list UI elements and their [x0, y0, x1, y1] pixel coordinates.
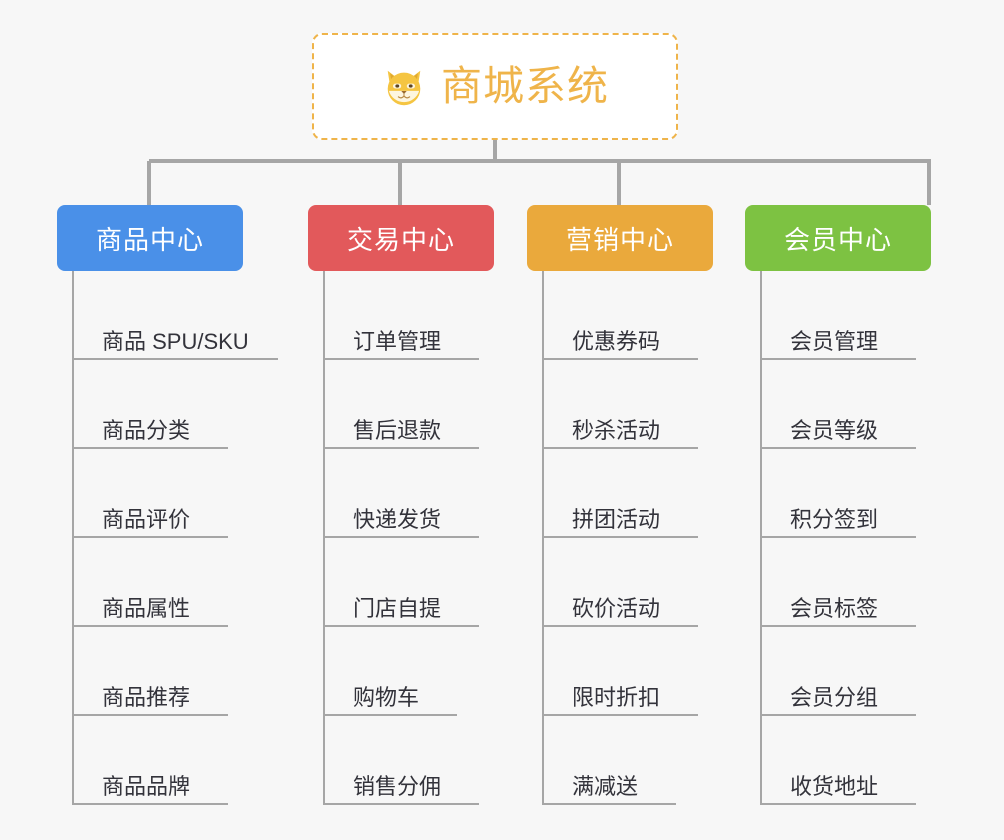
leaf-item[interactable]: 拼团活动 [543, 449, 713, 538]
leaf-underline [73, 447, 228, 449]
leaf-underline [761, 714, 916, 716]
root-node[interactable]: 商城系统 [312, 33, 678, 140]
leaf-item[interactable]: 商品推荐 [73, 627, 261, 716]
leaf-underline [761, 358, 916, 360]
leaf-label: 优惠券码 [572, 328, 661, 354]
leaf-label: 拼团活动 [572, 506, 661, 532]
branch-product-center: 商品中心 商品 SPU/SKU 商品分类 商品评价 商品属 [57, 205, 278, 805]
leaf-item[interactable]: 销售分佣 [324, 716, 494, 805]
leaf-underline [543, 358, 698, 360]
branch-header-marketing-center[interactable]: 营销中心 [527, 205, 713, 271]
leaf-underline [324, 536, 479, 538]
leaf-item[interactable]: 收货地址 [761, 716, 931, 805]
branch-header-trade-center[interactable]: 交易中心 [308, 205, 494, 271]
leaf-underline [761, 447, 916, 449]
leaf-label: 积分签到 [790, 506, 879, 532]
leaf-item[interactable]: 限时折扣 [543, 627, 713, 716]
leaf-label: 满减送 [572, 773, 639, 799]
leaf-item[interactable]: 秒杀活动 [543, 360, 713, 449]
leaf-item[interactable]: 会员标签 [761, 538, 931, 627]
leaf-item[interactable]: 积分签到 [761, 449, 931, 538]
leaf-underline [73, 714, 228, 716]
branch-trade-center: 交易中心 订单管理 售后退款 快递发货 门店自提 [308, 205, 494, 805]
leaf-underline [761, 803, 916, 805]
branch-trunk [323, 271, 325, 805]
leaf-item[interactable]: 会员分组 [761, 627, 931, 716]
branch-header-label: 会员中心 [783, 224, 892, 255]
leaf-item[interactable]: 商品 SPU/SKU [73, 271, 278, 360]
leaf-label: 商品推荐 [102, 684, 191, 710]
leaf-label: 售后退款 [353, 417, 442, 443]
leaf-item[interactable]: 购物车 [324, 627, 494, 716]
leaf-item[interactable]: 快递发货 [324, 449, 494, 538]
branch-body-trade-center: 订单管理 售后退款 快递发货 门店自提 购物车 [308, 271, 494, 805]
leaf-underline [324, 358, 479, 360]
leaf-label: 快递发货 [353, 506, 442, 532]
leaf-underline [543, 714, 698, 716]
branch-header-member-center[interactable]: 会员中心 [745, 205, 931, 271]
leaf-label: 限时折扣 [572, 684, 661, 710]
branch-header-product-center[interactable]: 商品中心 [57, 205, 243, 271]
root-title: 商城系统 [441, 63, 609, 109]
leaf-item[interactable]: 商品分类 [73, 360, 261, 449]
leaf-list-product-center: 商品 SPU/SKU 商品分类 商品评价 商品属性 商品推荐 [73, 271, 278, 805]
leaf-item[interactable]: 商品品牌 [73, 716, 261, 805]
leaf-list-marketing-center: 优惠券码 秒杀活动 拼团活动 砍价活动 限时折扣 [543, 271, 713, 805]
branch-trunk [72, 271, 74, 805]
leaf-label: 会员等级 [790, 417, 879, 443]
leaf-underline [73, 803, 228, 805]
leaf-underline [324, 447, 479, 449]
leaf-label: 商品评价 [102, 506, 191, 532]
leaf-item[interactable]: 商品评价 [73, 449, 261, 538]
leaf-item[interactable]: 商品属性 [73, 538, 261, 627]
leaf-label: 秒杀活动 [572, 417, 661, 443]
leaf-item[interactable]: 满减送 [543, 716, 713, 805]
leaf-label: 销售分佣 [353, 773, 442, 799]
branch-trunk [542, 271, 544, 805]
leaf-underline [761, 536, 916, 538]
leaf-label: 会员标签 [790, 595, 879, 621]
shiba-dog-face-icon [381, 64, 427, 110]
branch-trunk [760, 271, 762, 805]
leaf-underline [73, 536, 228, 538]
leaf-item[interactable]: 砍价活动 [543, 538, 713, 627]
leaf-label: 购物车 [353, 684, 420, 710]
branch-member-center: 会员中心 会员管理 会员等级 积分签到 会员标签 [745, 205, 931, 805]
leaf-label: 门店自提 [353, 595, 442, 621]
leaf-item[interactable]: 会员管理 [761, 271, 931, 360]
leaf-item[interactable]: 会员等级 [761, 360, 931, 449]
leaf-label: 订单管理 [353, 328, 442, 354]
leaf-label: 收货地址 [790, 773, 879, 799]
leaf-underline [761, 625, 916, 627]
leaf-underline [543, 447, 698, 449]
branch-body-product-center: 商品 SPU/SKU 商品分类 商品评价 商品属性 商品推荐 [57, 271, 278, 805]
leaf-underline [324, 803, 479, 805]
leaf-item[interactable]: 门店自提 [324, 538, 494, 627]
leaf-underline [324, 714, 457, 716]
branch-header-label: 营销中心 [565, 224, 674, 255]
leaf-underline [73, 625, 228, 627]
leaf-item[interactable]: 订单管理 [324, 271, 494, 360]
leaf-list-trade-center: 订单管理 售后退款 快递发货 门店自提 购物车 [324, 271, 494, 805]
leaf-item[interactable]: 售后退款 [324, 360, 494, 449]
leaf-underline [73, 358, 278, 360]
leaf-list-member-center: 会员管理 会员等级 积分签到 会员标签 会员分组 [761, 271, 931, 805]
branch-marketing-center: 营销中心 优惠券码 秒杀活动 拼团活动 砍价活动 [527, 205, 713, 805]
leaf-label: 商品分类 [102, 417, 191, 443]
leaf-label: 砍价活动 [572, 595, 661, 621]
leaf-underline [543, 536, 698, 538]
leaf-underline [324, 625, 479, 627]
leaf-underline [543, 625, 698, 627]
leaf-underline [543, 803, 676, 805]
branch-header-label: 商品中心 [95, 224, 204, 255]
branch-header-label: 交易中心 [346, 224, 455, 255]
leaf-label: 商品 SPU/SKU [102, 328, 249, 354]
leaf-label: 商品属性 [102, 595, 191, 621]
branch-body-marketing-center: 优惠券码 秒杀活动 拼团活动 砍价活动 限时折扣 [527, 271, 713, 805]
leaf-label: 会员分组 [790, 684, 879, 710]
leaf-label: 商品品牌 [102, 773, 191, 799]
leaf-item[interactable]: 优惠券码 [543, 271, 713, 360]
branch-body-member-center: 会员管理 会员等级 积分签到 会员标签 会员分组 [745, 271, 931, 805]
leaf-label: 会员管理 [790, 328, 879, 354]
